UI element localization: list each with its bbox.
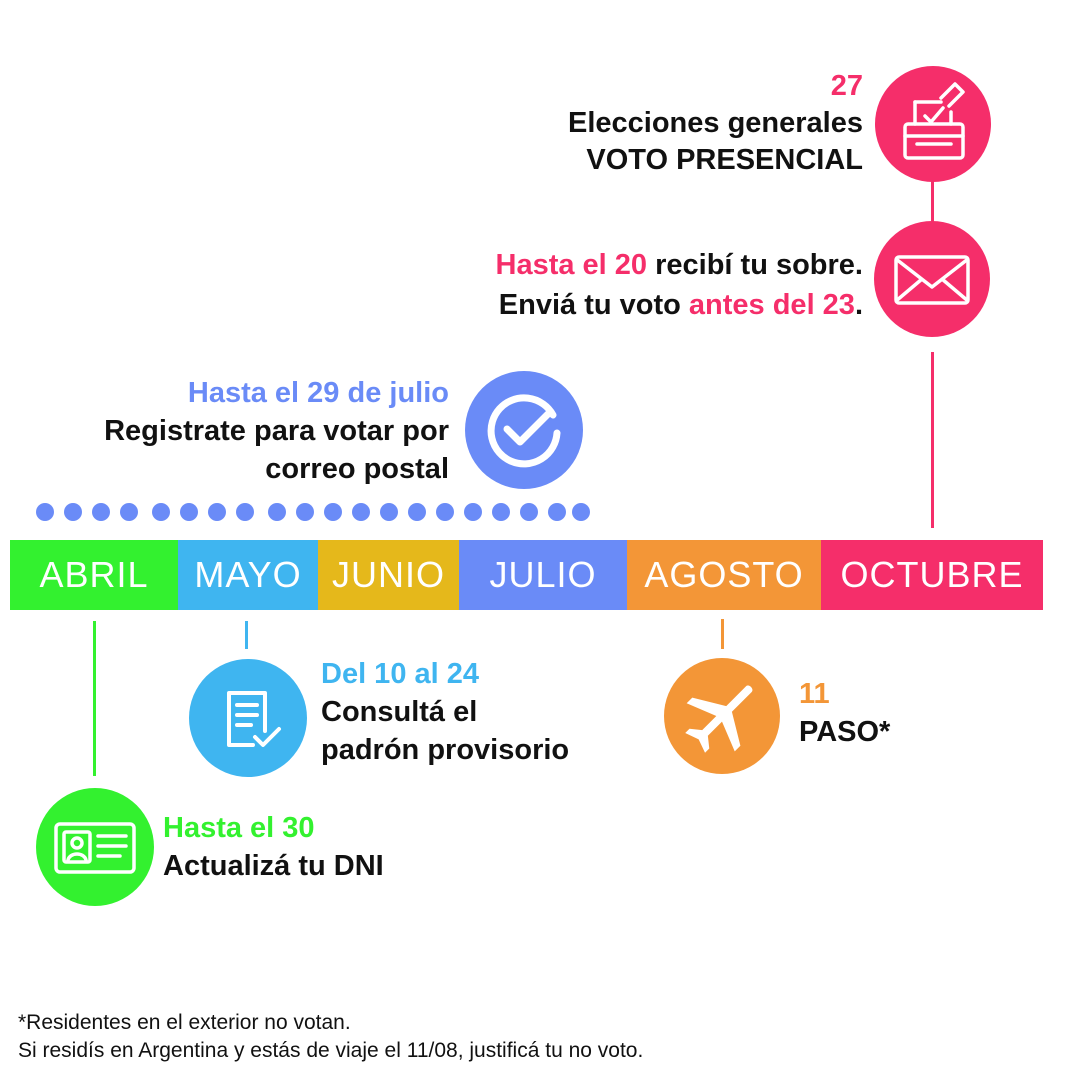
footnote-line2: Si residís en Argentina y estás de viaje… xyxy=(18,1039,644,1062)
check-circle-icon xyxy=(465,371,583,489)
mayo-connector xyxy=(245,621,248,649)
ballot-box-icon xyxy=(875,66,991,182)
sobre-text3: . xyxy=(854,289,863,321)
sobre-line2: Enviá tu voto antes del 23. xyxy=(496,285,863,325)
registro-line1: Registrate para votar por xyxy=(104,415,449,447)
registro-text: Hasta el 29 de julio Registrate para vot… xyxy=(104,374,449,488)
month-agosto: AGOSTO xyxy=(627,540,821,610)
elecciones-connector xyxy=(931,180,934,223)
sobre-line1: Hasta el 20 recibí tu sobre. xyxy=(496,245,864,285)
sobre-highlight1: Hasta el 20 xyxy=(495,249,648,281)
document-check-icon xyxy=(189,659,307,777)
paso-text: 11 PASO* xyxy=(799,675,890,751)
padron-line2: padrón provisorio xyxy=(321,734,570,766)
envelope-icon xyxy=(874,221,990,337)
month-julio: JULIO xyxy=(459,540,627,610)
month-mayo: MAYO xyxy=(178,540,318,610)
dni-line1: Actualizá tu DNI xyxy=(163,850,384,882)
registro-date: Hasta el 29 de julio xyxy=(187,377,449,409)
sobre-text: Hasta el 20 recibí tu sobre. Enviá tu vo… xyxy=(496,245,864,325)
elecciones-line1: Elecciones generales xyxy=(568,107,863,139)
footnote: *Residentes en el exterior no votan. Si … xyxy=(18,1009,643,1065)
footnote-line1: *Residentes en el exterior no votan. xyxy=(18,1011,351,1034)
sobre-text1: recibí tu sobre. xyxy=(647,249,863,281)
airplane-icon xyxy=(664,658,780,774)
elecciones-line2: VOTO PRESENCIAL xyxy=(586,144,863,176)
agosto-connector xyxy=(721,619,724,649)
month-abril: ABRIL xyxy=(10,540,178,610)
month-junio: JUNIO xyxy=(318,540,459,610)
id-card-icon xyxy=(36,788,154,906)
abril-connector xyxy=(93,621,96,776)
elecciones-text: 27 Elecciones generales VOTO PRESENCIAL xyxy=(568,68,863,179)
dni-date: Hasta el 30 xyxy=(163,812,315,844)
paso-date: 11 xyxy=(799,678,830,710)
dni-text: Hasta el 30 Actualizá tu DNI xyxy=(163,809,384,885)
octubre-connector xyxy=(931,352,934,528)
paso-line1: PASO* xyxy=(799,716,891,748)
registro-line2: correo postal xyxy=(265,453,449,485)
padron-line1: Consultá el xyxy=(321,696,478,728)
padron-date: Del 10 al 24 xyxy=(321,658,479,690)
sobre-highlight2: antes del 23 xyxy=(688,289,855,321)
month-octubre: OCTUBRE xyxy=(821,540,1043,610)
sobre-text2: Enviá tu voto xyxy=(498,289,689,321)
elecciones-date: 27 xyxy=(830,70,863,102)
padron-text: Del 10 al 24 Consultá el padrón provisor… xyxy=(321,655,569,769)
